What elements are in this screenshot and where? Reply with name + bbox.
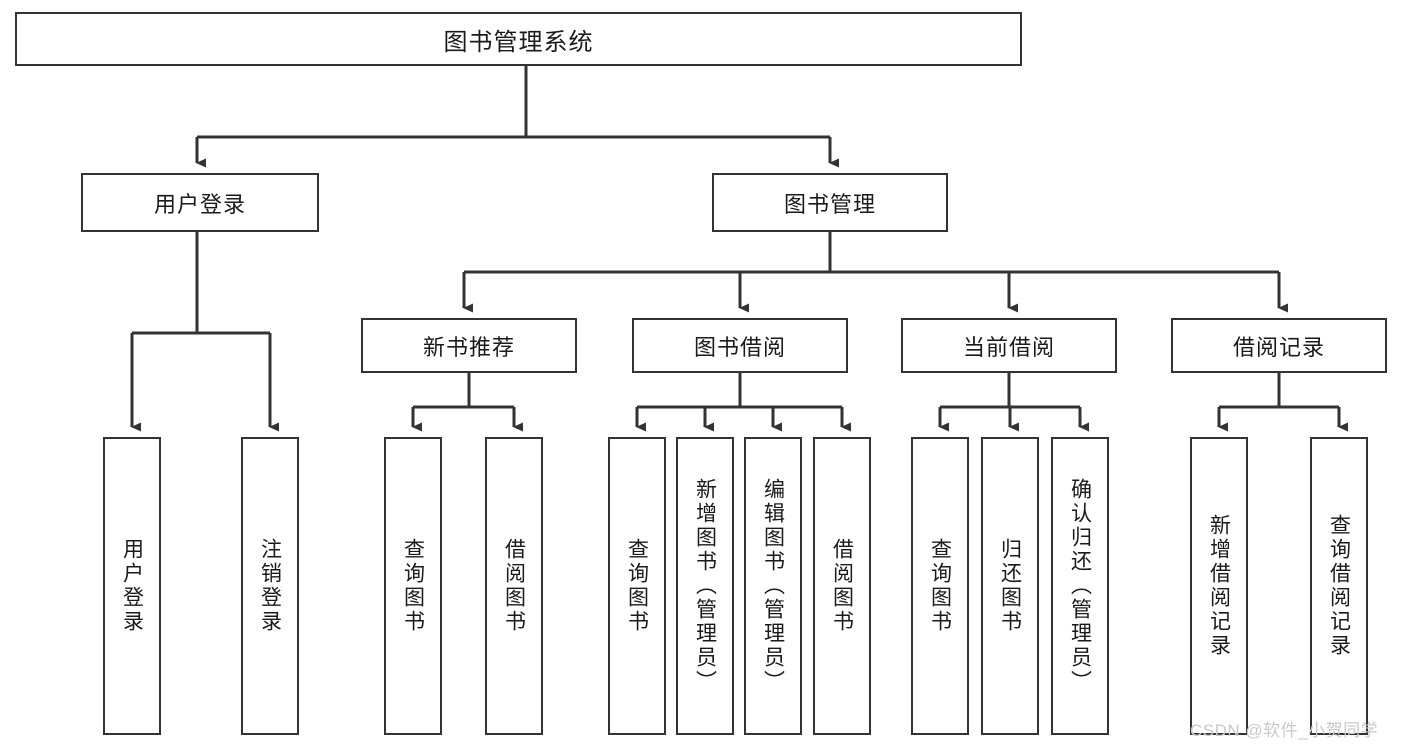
node-new-book-recommend[interactable]: 新书推荐 [361, 318, 577, 373]
node-label: 查询图书 [928, 538, 952, 634]
node-leaf-return-book[interactable]: 归还图书 [981, 437, 1039, 735]
node-label: 借阅图书 [502, 538, 526, 634]
node-book-borrow[interactable]: 图书借阅 [632, 318, 848, 373]
node-label: 查询图书 [625, 538, 649, 634]
node-root-system[interactable]: 图书管理系统 [15, 12, 1022, 66]
node-leaf-edit-book-admin[interactable]: 编辑图书（管理员） [744, 437, 802, 735]
node-label: 借阅记录 [1232, 334, 1325, 360]
node-label: 用户登录 [153, 191, 246, 217]
node-leaf-query-borrow-record[interactable]: 查询借阅记录 [1310, 437, 1368, 735]
node-label: 编辑图书（管理员） [761, 478, 785, 694]
node-leaf-query-book-1[interactable]: 查询图书 [384, 437, 442, 735]
node-label: 新增借阅记录 [1207, 514, 1231, 658]
node-borrow-record[interactable]: 借阅记录 [1171, 318, 1387, 373]
node-leaf-logout[interactable]: 注销登录 [241, 437, 299, 735]
node-label: 当前借阅 [962, 334, 1055, 360]
node-label: 新书推荐 [422, 334, 515, 360]
node-label: 用户登录 [120, 538, 144, 634]
node-label: 图书借阅 [693, 334, 786, 360]
node-label: 新增图书（管理员） [693, 478, 717, 694]
node-leaf-query-book-3[interactable]: 查询图书 [911, 437, 969, 735]
csdn-watermark: CSDN @软件_小贺同学 [1190, 721, 1379, 740]
node-label: 归还图书 [998, 538, 1022, 634]
node-label: 注销登录 [258, 538, 282, 634]
node-label: 确认归还（管理员） [1068, 478, 1092, 694]
node-label: 查询借阅记录 [1327, 514, 1351, 658]
node-leaf-add-borrow-record[interactable]: 新增借阅记录 [1190, 437, 1248, 735]
node-leaf-user-login[interactable]: 用户登录 [103, 437, 161, 735]
node-leaf-confirm-return-admin[interactable]: 确认归还（管理员） [1051, 437, 1109, 735]
node-leaf-borrow-book-1[interactable]: 借阅图书 [485, 437, 543, 735]
node-user-login[interactable]: 用户登录 [81, 173, 319, 232]
node-label: 图书管理 [783, 191, 876, 217]
node-label: 查询图书 [401, 538, 425, 634]
node-current-borrow[interactable]: 当前借阅 [901, 318, 1117, 373]
node-leaf-add-book-admin[interactable]: 新增图书（管理员） [676, 437, 734, 735]
node-label: 图书管理系统 [443, 28, 594, 56]
node-book-manage[interactable]: 图书管理 [712, 173, 948, 232]
node-label: 借阅图书 [830, 538, 854, 634]
node-leaf-borrow-book-2[interactable]: 借阅图书 [813, 437, 871, 735]
node-leaf-query-book-2[interactable]: 查询图书 [608, 437, 666, 735]
